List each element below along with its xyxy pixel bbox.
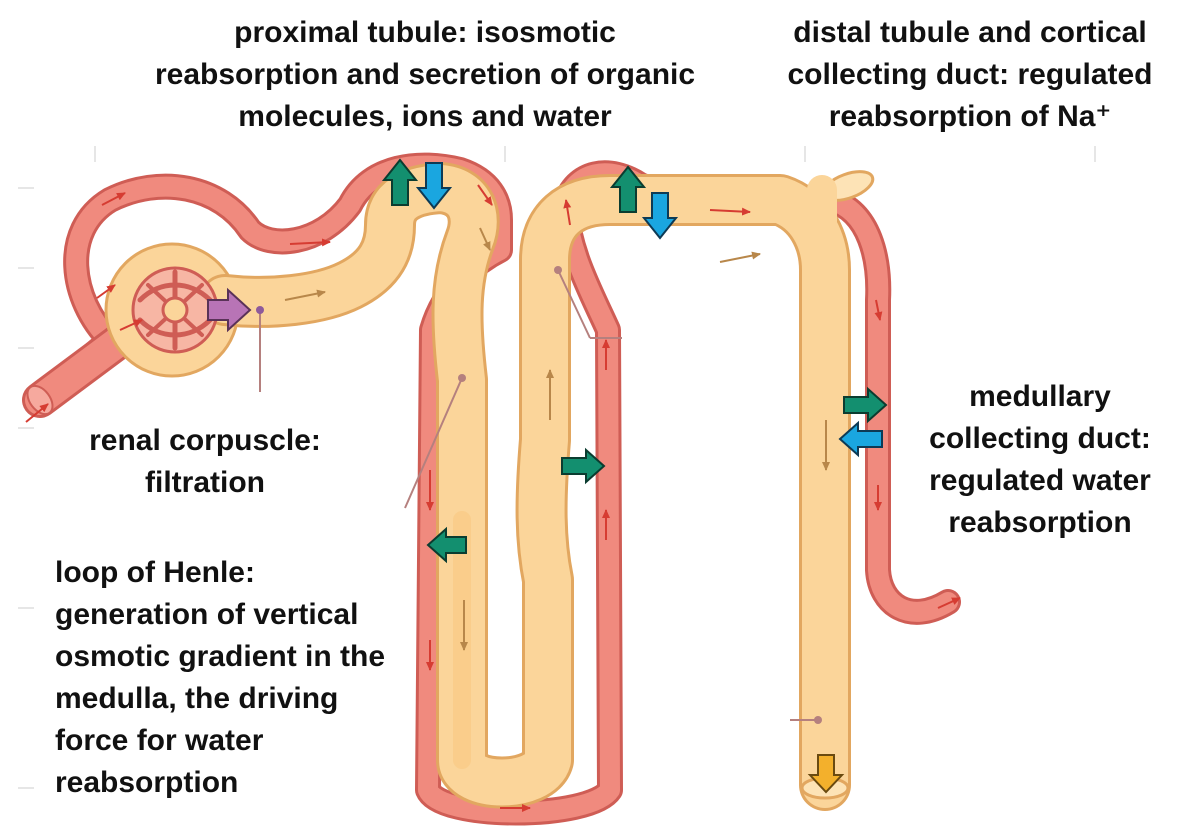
edge-ticks bbox=[18, 146, 1096, 789]
henle-line-1: loop of Henle: bbox=[55, 556, 255, 589]
proximal-tubule-line-2: reabsorption and secretion of organic bbox=[154, 58, 696, 91]
medullary-line-3: regulated water bbox=[929, 464, 1151, 497]
henle-descending-arrow-icon bbox=[426, 526, 467, 564]
collecting-duct-reabsorption-arrow-icon bbox=[843, 386, 888, 424]
secretion-arrow-icon bbox=[415, 162, 453, 210]
henle-line-5: force for water bbox=[55, 724, 264, 757]
reabsorption-arrow-icon bbox=[381, 158, 419, 206]
distal-tubule-line-3: reabsorption of Na⁺ bbox=[828, 100, 1112, 133]
renal-corpuscle-line-1: renal corpuscle: bbox=[89, 424, 321, 457]
proximal-tubule-line-3: molecules, ions and water bbox=[238, 100, 612, 133]
medullary-line-2: collecting duct: bbox=[929, 422, 1151, 455]
medullary-collecting-duct-label: medullary collecting duct: regulated wat… bbox=[900, 376, 1180, 544]
distal-tubule-line-1: distal tubule and cortical bbox=[793, 16, 1147, 49]
renal-corpuscle-label: renal corpuscle: filtration bbox=[60, 420, 350, 504]
filtration-arrow-icon bbox=[207, 287, 252, 333]
distal-secretion-arrow-icon bbox=[641, 192, 679, 240]
vessel-flow-arrows bbox=[25, 184, 961, 812]
tubule-flow-arrows bbox=[284, 227, 830, 651]
pointer-lines bbox=[256, 266, 822, 724]
medullary-line-1: medullary bbox=[969, 380, 1111, 413]
henle-ascending-arrow-icon bbox=[561, 447, 606, 485]
distal-reabsorption-arrow-icon bbox=[609, 165, 647, 213]
urine-outflow-arrow-icon bbox=[807, 754, 845, 794]
distal-tubule-label: distal tubule and cortical collecting du… bbox=[760, 12, 1180, 138]
renal-tubule bbox=[104, 162, 875, 811]
henle-line-4: medulla, the driving bbox=[55, 682, 339, 715]
henle-line-2: generation of vertical bbox=[55, 598, 359, 631]
loop-of-henle-label: loop of Henle: generation of vertical os… bbox=[55, 552, 415, 804]
collecting-duct-inflow-arrow-icon bbox=[838, 420, 883, 458]
henle-line-3: osmotic gradient in the bbox=[55, 640, 386, 673]
proximal-tubule-label: proximal tubule: isosmotic reabsorption … bbox=[130, 12, 720, 138]
medullary-line-4: reabsorption bbox=[948, 506, 1132, 539]
henle-line-6: reabsorption bbox=[55, 766, 239, 799]
distal-tubule-line-2: collecting duct: regulated bbox=[787, 58, 1153, 91]
glomerulus bbox=[131, 266, 219, 354]
proximal-tubule-line-1: proximal tubule: isosmotic bbox=[234, 16, 616, 49]
renal-corpuscle-line-2: filtration bbox=[145, 466, 265, 499]
